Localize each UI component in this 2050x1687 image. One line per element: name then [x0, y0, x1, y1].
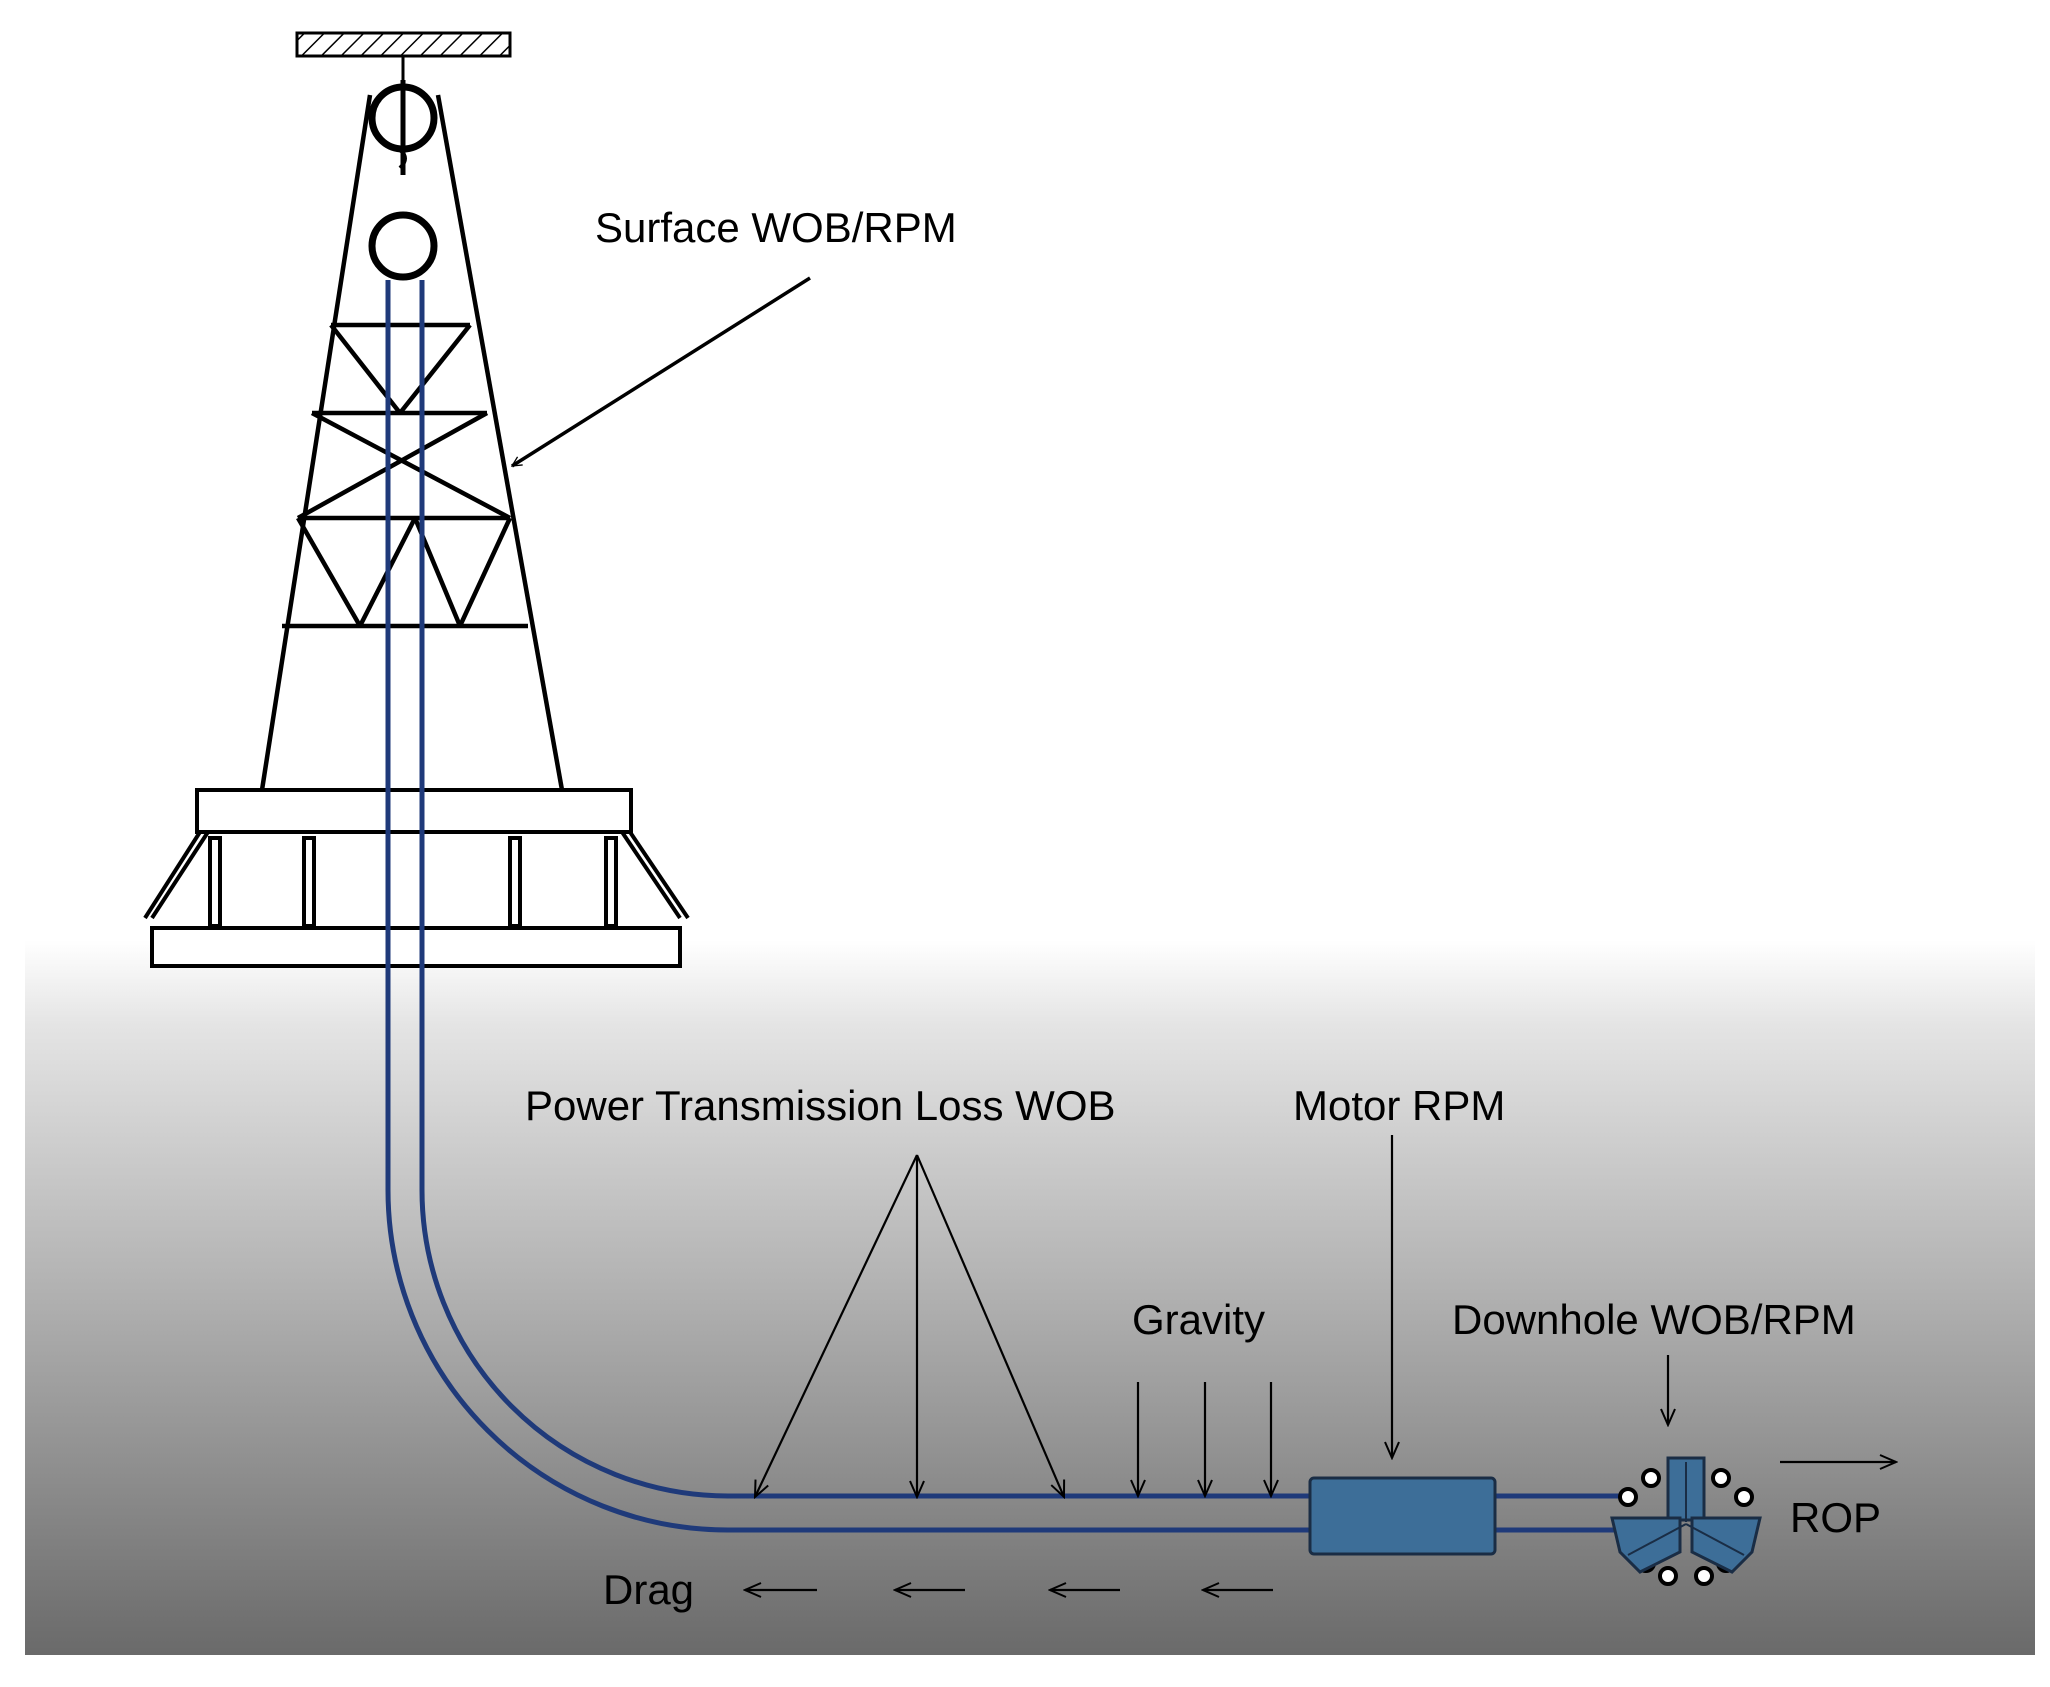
drill-string [385, 280, 1622, 1533]
surface-label: Surface WOB/RPM [595, 204, 957, 251]
power-loss-arrows [755, 1154, 1064, 1497]
derrick-icon [259, 94, 565, 791]
motor-icon [1308, 1476, 1497, 1556]
pulley-icon [368, 80, 438, 281]
power-loss-label: Power Transmission Loss WOB [525, 1082, 1116, 1129]
crown-block [295, 31, 512, 80]
gravity-arrows [1138, 1382, 1271, 1496]
gravity-label: Gravity [1132, 1296, 1265, 1343]
downhole-label: Downhole WOB/RPM [1452, 1296, 1856, 1343]
surface-arrow [512, 276, 811, 468]
drill-bit-icon [1610, 1456, 1762, 1586]
rig-substructure [143, 788, 690, 968]
motor-label: Motor RPM [1293, 1082, 1505, 1129]
drag-label: Drag [603, 1566, 694, 1613]
rop-label: ROP [1790, 1494, 1881, 1541]
